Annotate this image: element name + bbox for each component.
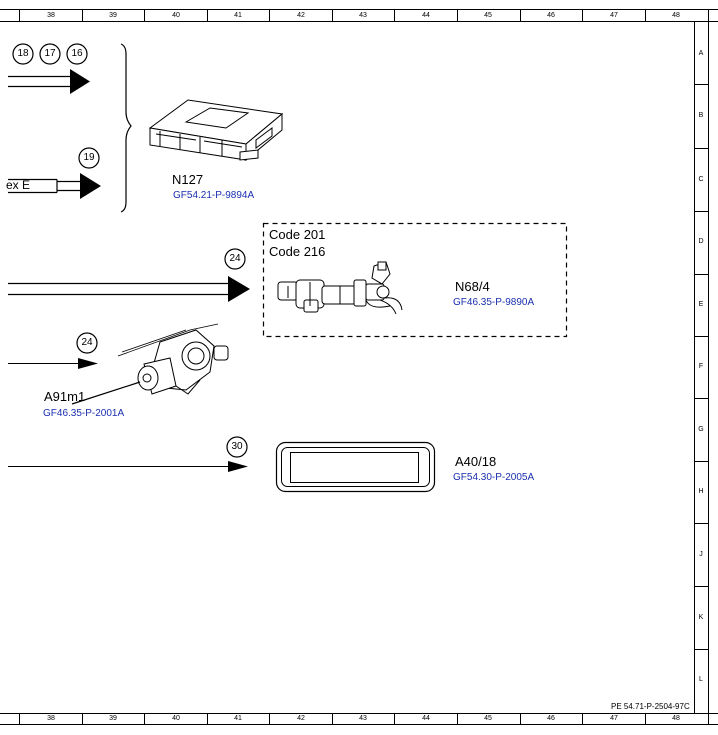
connector-18-label: 18 xyxy=(17,48,29,59)
column-ticks xyxy=(19,9,646,724)
n68-4-ref-link[interactable]: GF46.35-P-9890A xyxy=(453,297,535,308)
row-label: B xyxy=(698,112,704,119)
n127-name: N127 xyxy=(172,172,204,187)
connector-24a-circle xyxy=(224,248,246,270)
signal-arrow-top xyxy=(8,69,90,94)
signal-arrow-24a xyxy=(8,276,250,302)
connector-19-circle xyxy=(78,147,100,169)
connector-19-label: 19 xyxy=(83,152,95,163)
column-label: 40 xyxy=(172,715,180,722)
row-label: F xyxy=(698,363,704,370)
row-label: A xyxy=(698,50,704,57)
column-label: 46 xyxy=(547,715,555,722)
a40-18-display-illustration xyxy=(275,441,436,493)
connector-17-label: 17 xyxy=(44,48,56,59)
column-label: 47 xyxy=(610,715,618,722)
column-label: 48 xyxy=(672,12,680,19)
a40-18-name: A40/18 xyxy=(455,454,497,469)
row-label: D xyxy=(698,238,704,245)
column-label: 39 xyxy=(109,715,117,722)
column-label: 43 xyxy=(359,715,367,722)
column-label: 39 xyxy=(109,12,117,19)
column-label: 41 xyxy=(234,715,242,722)
signal-arrow-exe xyxy=(8,173,101,199)
row-label: J xyxy=(699,551,703,558)
curly-brace xyxy=(120,43,132,213)
n68-4-steering-illustration xyxy=(277,261,403,315)
n127-ref-link[interactable]: GF54.21-P-9894A xyxy=(173,190,255,201)
column-label: 45 xyxy=(484,715,492,722)
n127-module-illustration xyxy=(148,99,284,162)
code-box-dashed xyxy=(262,222,568,338)
column-label: 38 xyxy=(47,715,55,722)
a91m1-name: A91m1 xyxy=(44,389,86,404)
document-id: PE 54.71-P-2504-97C xyxy=(611,702,690,711)
row-label: G xyxy=(698,426,704,433)
column-label: 42 xyxy=(297,715,305,722)
row-label: H xyxy=(698,488,704,495)
a91m1-actuator-illustration xyxy=(71,323,229,405)
a91m1-ref-link[interactable]: GF46.35-P-2001A xyxy=(43,408,125,419)
connector-16-label: 16 xyxy=(71,48,83,59)
code-201-label: Code 201 xyxy=(269,227,326,242)
column-label: 46 xyxy=(547,12,555,19)
code-216-label: Code 216 xyxy=(269,244,326,259)
column-label: 48 xyxy=(672,715,680,722)
n68-4-name: N68/4 xyxy=(455,279,490,294)
signal-arrow-30 xyxy=(8,461,248,472)
row-label: K xyxy=(698,614,704,621)
column-label: 41 xyxy=(234,12,242,19)
column-label: 42 xyxy=(297,12,305,19)
connector-30-circle xyxy=(226,436,248,458)
column-label: 47 xyxy=(610,12,618,19)
row-ticks xyxy=(694,84,708,650)
connector-24b-label: 24 xyxy=(81,337,93,348)
column-label: 44 xyxy=(422,12,430,19)
connector-circles-top xyxy=(12,43,88,65)
a40-18-ref-link[interactable]: GF54.30-P-2005A xyxy=(453,472,535,483)
column-label: 45 xyxy=(484,12,492,19)
row-label: C xyxy=(698,176,704,183)
connector-24a-label: 24 xyxy=(229,253,241,264)
signal-source-label: ex E xyxy=(6,178,31,192)
column-label: 43 xyxy=(359,12,367,19)
frame-border xyxy=(0,9,718,725)
column-label: 38 xyxy=(47,12,55,19)
column-label: 44 xyxy=(422,715,430,722)
connector-30-label: 30 xyxy=(231,441,243,452)
row-label: L xyxy=(699,676,703,683)
connector-24b-circle xyxy=(76,332,98,354)
row-label: E xyxy=(698,301,704,308)
column-label: 40 xyxy=(172,12,180,19)
signal-arrow-24b xyxy=(8,358,98,369)
